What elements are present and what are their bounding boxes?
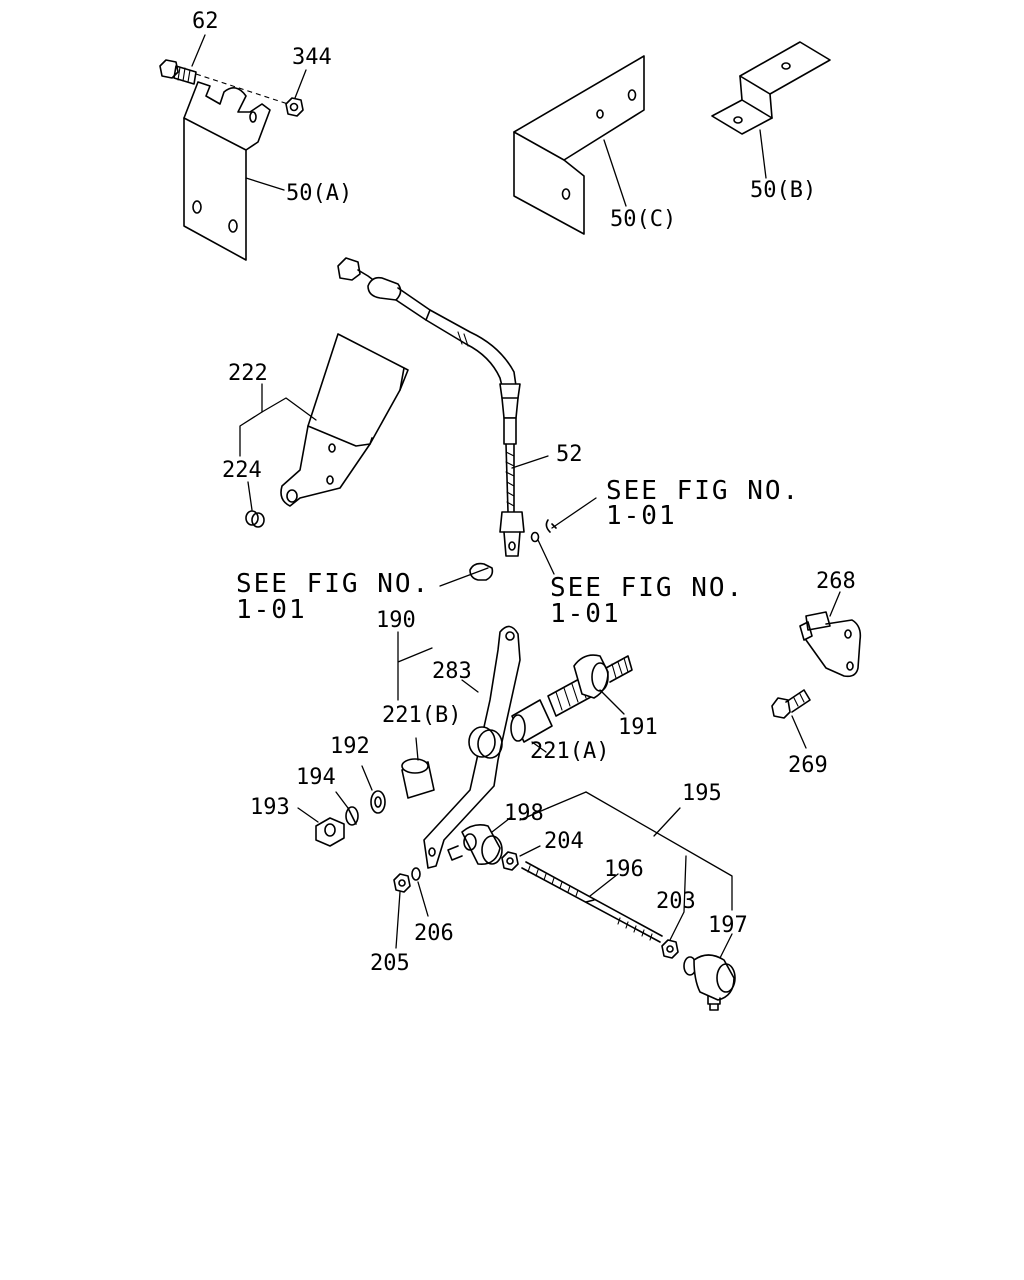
see-fig-note-3: SEE FIG NO. 1-01	[550, 573, 744, 629]
nut-193	[315, 817, 345, 847]
leader-194	[335, 791, 349, 809]
callout-283: 283	[432, 659, 472, 684]
leader-192	[361, 765, 373, 791]
cable-52	[337, 257, 557, 581]
nut-203	[661, 939, 679, 959]
see-fig-note-1: SEE FIG NO. 1-01	[606, 476, 800, 531]
callout-206: 206	[414, 921, 454, 946]
bracket-50a	[183, 73, 289, 261]
leader-ref-3	[537, 539, 555, 575]
leader-52	[511, 455, 549, 469]
leader-198	[491, 817, 511, 833]
leader-222	[239, 383, 263, 457]
callout-190: 190	[376, 608, 416, 633]
see-fig-line2: 1-01	[606, 501, 677, 531]
leader-269	[791, 715, 807, 749]
callout-50b: 50(B)	[750, 178, 816, 203]
callout-204: 204	[544, 829, 584, 854]
nut-205	[393, 873, 411, 893]
leader-50c	[603, 139, 627, 207]
callout-344: 344	[292, 45, 332, 70]
bracket-50c	[513, 55, 645, 235]
callout-198: 198	[504, 801, 544, 826]
callout-197: 197	[708, 913, 748, 938]
callout-221b: 221(B)	[382, 703, 461, 728]
bracket-50b	[711, 41, 831, 135]
see-fig-line1: SEE FIG NO.	[606, 476, 800, 506]
callout-192: 192	[330, 734, 370, 759]
callout-196: 196	[604, 857, 644, 882]
callout-194: 194	[296, 765, 336, 790]
callout-222: 222	[228, 361, 268, 386]
callout-62: 62	[192, 9, 219, 34]
leader-50b	[759, 129, 767, 179]
leader-193	[297, 807, 319, 823]
leader-206	[417, 881, 429, 917]
bolt-269	[771, 689, 811, 719]
see-fig-line1: SEE FIG NO.	[236, 569, 430, 599]
callout-191: 191	[618, 715, 658, 740]
callout-221a: 221(A)	[530, 739, 609, 764]
callout-224: 224	[222, 458, 262, 483]
lever-283	[423, 625, 521, 869]
leader-50a	[245, 177, 285, 191]
callout-205: 205	[370, 951, 410, 976]
leader-204	[519, 845, 541, 857]
callout-195: 195	[682, 781, 722, 806]
bushing-221b	[401, 758, 435, 799]
leader-195b	[653, 807, 681, 837]
leader-195	[547, 791, 733, 911]
see-fig-line2: 1-01	[550, 599, 621, 629]
leader-268	[829, 591, 841, 617]
leader-197	[719, 933, 733, 959]
bolt-62	[159, 59, 197, 85]
leader-224	[247, 481, 253, 511]
leader-203	[669, 855, 687, 941]
see-fig-note-2: SEE FIG NO. 1-01	[236, 569, 430, 625]
callout-50c: 50(C)	[610, 207, 676, 232]
callout-50a: 50(A)	[286, 181, 352, 206]
leader-198b	[519, 807, 549, 821]
leader-221b	[415, 737, 419, 761]
callout-52: 52	[556, 442, 583, 467]
leader-191	[599, 689, 625, 715]
leader-190	[397, 631, 433, 701]
leader-283	[461, 679, 479, 693]
leader-196	[589, 873, 619, 897]
bushing-221a	[510, 699, 553, 743]
callout-203: 203	[656, 889, 696, 914]
bracket-222	[245, 333, 409, 528]
leader-205	[395, 891, 401, 949]
bracket-268	[799, 611, 862, 678]
leader-221a	[531, 741, 547, 753]
ball-joint-198	[447, 824, 503, 865]
leader-ref-1	[551, 497, 597, 529]
leader-344	[294, 69, 307, 99]
stud-191	[547, 654, 633, 717]
leader-62	[191, 34, 206, 67]
rod-196	[521, 861, 663, 943]
washer-194	[345, 806, 359, 826]
washer-206	[411, 867, 421, 881]
leader-ref-2	[439, 567, 489, 587]
callout-268: 268	[816, 569, 856, 594]
ball-socket-197	[683, 954, 736, 1011]
nut-204	[501, 851, 519, 871]
leader-222b	[261, 397, 317, 421]
washer-192	[370, 790, 386, 814]
callout-193: 193	[250, 795, 290, 820]
nut-344	[285, 97, 304, 117]
see-fig-line2: 1-01	[236, 595, 307, 625]
see-fig-line1: SEE FIG NO.	[550, 573, 744, 603]
callout-269: 269	[788, 753, 828, 778]
